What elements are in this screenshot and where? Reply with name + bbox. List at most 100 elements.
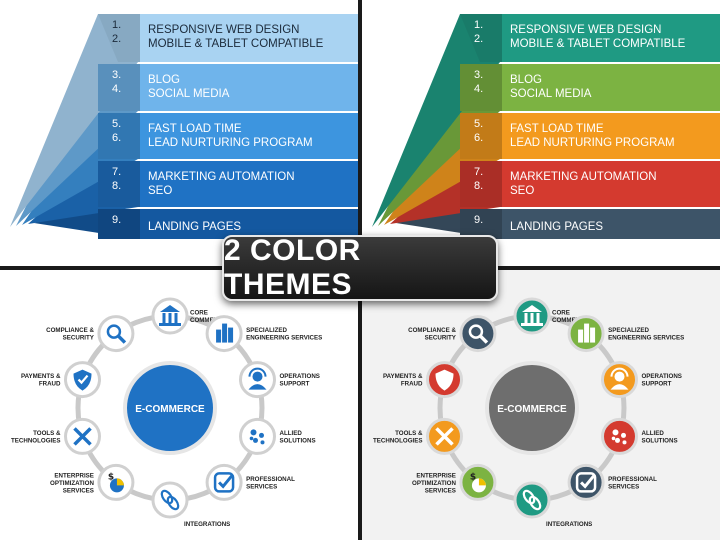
funnel-band <box>140 161 358 207</box>
funnel-item-number: 7. <box>474 166 483 178</box>
cycle-node-label: SOLUTIONS <box>641 437 677 444</box>
cycle-node <box>97 315 135 353</box>
headset-icon <box>610 367 629 390</box>
svg-text:$: $ <box>470 472 476 482</box>
funnel-band-side <box>460 14 502 62</box>
cycle-node-label: OPERATIONS <box>641 373 681 380</box>
cycle-node-label: SPECIALIZED <box>246 327 287 334</box>
funnel-item-number: 4. <box>474 83 483 95</box>
tools-icon <box>73 427 92 446</box>
headset-icon <box>248 367 267 390</box>
funnel-item-label: MOBILE & TABLET COMPATIBLE <box>148 38 324 50</box>
funnel-item-label: SEO <box>148 185 172 197</box>
bank-icon <box>521 305 543 326</box>
tools-icon <box>435 427 454 446</box>
cycle-node <box>513 481 551 519</box>
cycle-node <box>459 315 497 353</box>
funnel-item-number: 2. <box>112 33 121 45</box>
funnel-item-number: 8. <box>474 180 483 192</box>
cycle-node <box>64 361 102 399</box>
dollar-pie-icon: $ <box>108 472 124 493</box>
cycle-node-label: TOOLS & <box>33 430 61 437</box>
funnel-item-label: RESPONSIVE WEB DESIGN <box>510 24 661 36</box>
funnel-item-number: 6. <box>474 132 483 144</box>
funnel-band <box>502 209 720 239</box>
cycle-node: $ <box>459 463 497 501</box>
cycle-node <box>205 463 243 501</box>
funnel-band-side <box>98 14 140 62</box>
cycle-node <box>567 463 605 501</box>
cycle-node-label: SERVICES <box>63 487 94 494</box>
cycle-node-label: TOOLS & <box>395 430 423 437</box>
color-themes-banner: 2 COLOR THEMES <box>222 234 498 301</box>
cycle-node-label: FRAUD <box>39 381 61 388</box>
funnel-item-number: 5. <box>474 118 483 130</box>
cycle-node-label: SECURITY <box>425 335 457 342</box>
cycle-node-label: INTEGRATIONS <box>546 521 592 528</box>
cycle-node <box>426 361 464 399</box>
cycle-node-label: TECHNOLOGIES <box>373 437 423 444</box>
cycle-node-label: CORE <box>552 310 570 317</box>
banner-title: 2 COLOR THEMES <box>224 234 361 301</box>
cycle-node: $ <box>97 463 135 501</box>
funnel-item-label: MARKETING AUTOMATION <box>148 171 295 183</box>
cycle-blue-graphic: E-COMMERCECORECOMMERCESPECIALIZEDENGINEE… <box>11 297 322 528</box>
cycle-node-label: ALLIED <box>279 430 302 437</box>
cycle-center-label: E-COMMERCE <box>135 404 205 415</box>
cycle-node <box>238 361 276 399</box>
funnel-item-label: LANDING PAGES <box>148 221 241 233</box>
dollar-pie-icon: $ <box>470 472 486 493</box>
funnel-band <box>502 64 720 111</box>
funnel-item-number: 3. <box>112 69 121 81</box>
dots-icon <box>611 429 627 445</box>
cycle-node-label: COMPLIANCE & <box>408 327 456 334</box>
funnel-item-label: MARKETING AUTOMATION <box>510 171 657 183</box>
funnel-band-side <box>98 64 140 111</box>
cycle-node-label: SERVICES <box>425 487 456 494</box>
funnel-item-label: SEO <box>510 185 534 197</box>
funnel-item-label: RESPONSIVE WEB DESIGN <box>148 24 299 36</box>
funnel-item-label: FAST LOAD TIME <box>510 123 604 135</box>
cycle-node <box>205 315 243 353</box>
funnel-band-side <box>460 209 502 239</box>
cycle-node-label: SUPPORT <box>279 381 309 388</box>
chain-link-icon <box>522 489 542 511</box>
checkmark-icon <box>575 472 597 493</box>
cycle-node-label: ENGINEERING SERVICES <box>246 335 322 342</box>
funnel-band <box>140 113 358 159</box>
magnifier-icon <box>106 324 127 344</box>
funnel-item-label: LEAD NURTURING PROGRAM <box>510 137 675 149</box>
cycle-node <box>151 481 189 519</box>
shield-check-icon <box>435 369 454 391</box>
funnel-band <box>502 14 720 62</box>
cycle-node-label: ENGINEERING SERVICES <box>608 335 684 342</box>
cycle-multicolor-graphic: E-COMMERCECORECOMMERCESPECIALIZEDENGINEE… <box>373 297 684 528</box>
cycle-node-label: CORE <box>190 310 208 317</box>
funnel-item-number: 9. <box>112 214 121 226</box>
cycle-node-label: ALLIED <box>641 430 664 437</box>
cycle-node-label: SOLUTIONS <box>279 437 315 444</box>
cycle-node-label: PAYMENTS & <box>21 373 61 380</box>
cycle-node-label: SPECIALIZED <box>608 327 649 334</box>
cycle-node <box>64 417 102 455</box>
cycle-center-circle <box>485 361 579 455</box>
cycle-node-label: SERVICES <box>608 483 639 490</box>
funnel-band <box>502 113 720 159</box>
funnel-band <box>140 64 358 111</box>
cycle-node-label: OPTIMIZATION <box>50 480 94 487</box>
funnel-item-number: 6. <box>112 132 121 144</box>
funnel-item-label: SOCIAL MEDIA <box>510 88 592 100</box>
cycle-node-label: OPTIMIZATION <box>412 480 456 487</box>
cycle-node <box>426 417 464 455</box>
cycle-node <box>238 417 276 455</box>
cycle-node-label: PROFESSIONAL <box>246 476 295 483</box>
cycle-node-label: PROFESSIONAL <box>608 476 657 483</box>
cycle-node <box>513 297 551 335</box>
checkmark-icon <box>213 472 235 493</box>
funnel-item-number: 4. <box>112 83 121 95</box>
